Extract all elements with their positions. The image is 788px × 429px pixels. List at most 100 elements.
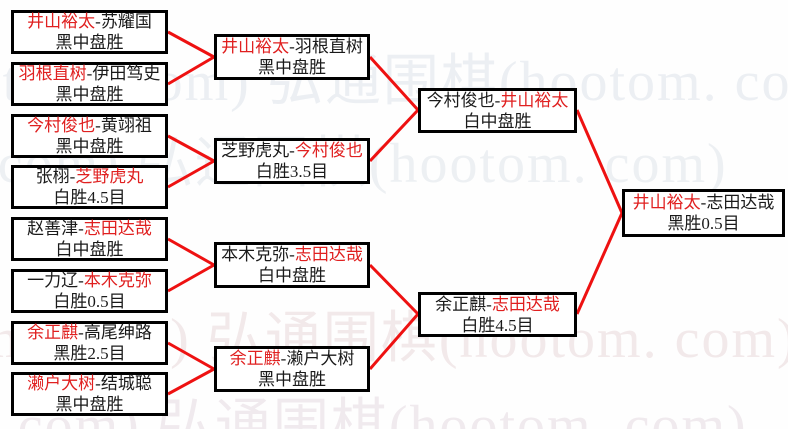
match-separator: -: [69, 167, 76, 186]
player-second: 伊田笃史: [92, 64, 161, 83]
match-separator: -: [95, 12, 101, 31]
match-players: 芝野虎丸-今村俊也: [221, 140, 363, 161]
player-first: 本木克弥: [221, 245, 290, 264]
match-result: 黑胜2.5目: [53, 344, 126, 363]
player-second: 志田达哉: [706, 193, 775, 212]
match-separator: -: [289, 141, 295, 160]
match-box-r1-8: 濑户大树-结城聪 黑中盘胜: [11, 372, 168, 416]
connector-line: [167, 367, 215, 396]
player-second: 结城聪: [100, 374, 152, 393]
match-players: 张栩-芝野虎丸: [36, 166, 144, 187]
player-first: 今村俊也: [27, 116, 96, 135]
player-first: 濑户大树: [27, 374, 96, 393]
match-result: 黑中盘胜: [55, 137, 124, 156]
connector-line: [368, 313, 420, 370]
player-first: 井山裕太: [221, 37, 290, 56]
match-players: 濑户大树-结城聪: [27, 373, 152, 394]
match-box-sf-1: 今村俊也-井山裕太 白中盘胜: [418, 88, 577, 133]
player-second: 黄翊祖: [100, 116, 152, 135]
match-players: 井山裕太-志田达哉: [633, 192, 775, 213]
match-box-r2-1: 井山裕太-羽根直树 黑中盘胜: [214, 34, 370, 80]
match-box-r2-3: 本木克弥-志田达哉 白中盘胜: [214, 242, 370, 288]
player-first: 今村俊也: [426, 90, 495, 110]
match-separator: -: [78, 271, 84, 290]
match-box-r1-3: 今村俊也-黄翊祖 黑中盘胜: [11, 114, 168, 158]
match-result: 白中盘胜: [55, 240, 124, 259]
connector-line: [575, 212, 624, 315]
player-first: 芝野虎丸: [221, 141, 290, 160]
match-separator: -: [486, 294, 492, 314]
connector-line: [167, 55, 215, 86]
match-box-r2-2: 芝野虎丸-今村俊也 白胜3.5目: [214, 138, 370, 184]
match-separator: -: [95, 374, 101, 393]
match-separator: -: [289, 37, 295, 56]
match-separator: -: [86, 64, 93, 83]
connector-line: [167, 30, 215, 59]
connector-line: [167, 159, 215, 189]
match-separator: -: [700, 193, 707, 212]
player-second: 高尾绅路: [83, 323, 152, 342]
player-first: 余正麒: [229, 349, 281, 368]
player-second: 芝野虎丸: [75, 167, 144, 186]
match-players: 井山裕太-羽根直树: [221, 36, 363, 57]
match-box-r1-7: 余正麒-高尾绅路 黑胜2.5目: [11, 321, 168, 365]
player-first: 赵善津: [27, 219, 79, 238]
match-box-r1-1: 井山裕太-苏耀国 黑中盘胜: [11, 10, 168, 54]
match-players: 羽根直树-伊田笃史: [19, 63, 161, 84]
player-first: 井山裕太: [632, 193, 701, 212]
connector-line: [368, 55, 420, 112]
connector-line: [368, 108, 420, 163]
match-result: 白中盘胜: [258, 266, 326, 285]
match-result: 黑中盘胜: [55, 85, 124, 104]
match-separator: -: [95, 116, 101, 135]
connector-line: [167, 263, 215, 293]
connector-line: [167, 341, 215, 371]
match-players: 今村俊也-井山裕太: [427, 90, 569, 111]
match-box-r1-5: 赵善津-志田达哉 白中盘胜: [11, 217, 168, 261]
match-separator: -: [280, 349, 287, 368]
player-first: 羽根直树: [18, 64, 87, 83]
match-players: 本木克弥-志田达哉: [221, 244, 363, 265]
match-players: 余正麒-濑户大树: [230, 348, 355, 369]
match-result: 白胜3.5目: [255, 162, 329, 181]
match-result: 白中盘胜: [463, 111, 532, 131]
match-separator: -: [289, 245, 295, 264]
match-separator: -: [78, 219, 84, 238]
player-second: 志田达哉: [294, 245, 363, 264]
player-first: 余正麒: [27, 323, 79, 342]
match-box-sf-2: 余正麒-志田达哉 白胜4.5目: [418, 292, 577, 337]
match-players: 一力辽-本木克弥: [27, 270, 152, 291]
match-players: 余正麒-高尾绅路: [27, 322, 152, 343]
player-first: 一力辽: [27, 271, 79, 290]
match-result: 白胜4.5目: [53, 188, 126, 207]
match-result: 黑胜0.5目: [667, 214, 740, 233]
match-result: 黑中盘胜: [258, 370, 326, 389]
player-second: 羽根直树: [294, 37, 363, 56]
match-players: 余正麒-志田达哉: [435, 294, 560, 315]
connector-line: [575, 109, 624, 214]
player-second: 苏耀国: [100, 12, 152, 31]
player-second: 本木克弥: [83, 271, 152, 290]
match-result: 黑中盘胜: [55, 395, 124, 414]
player-second: 志田达哉: [491, 294, 560, 314]
player-first: 井山裕太: [27, 12, 96, 31]
match-box-r1-6: 一力辽-本木克弥 白胜0.5目: [11, 269, 168, 313]
match-result: 黑中盘胜: [55, 33, 124, 52]
match-box-r2-4: 余正麒-濑户大树 黑中盘胜: [214, 346, 370, 392]
connector-line: [167, 134, 215, 163]
connector-line: [368, 263, 420, 316]
match-result: 白胜4.5目: [461, 315, 534, 335]
match-separator: -: [494, 90, 501, 110]
match-result: 白胜0.5目: [53, 292, 126, 311]
match-box-r1-2: 羽根直树-伊田笃史 黑中盘胜: [11, 62, 168, 106]
player-second: 今村俊也: [294, 141, 363, 160]
match-players: 井山裕太-苏耀国: [27, 11, 152, 32]
match-result: 黑中盘胜: [258, 58, 326, 77]
player-second: 井山裕太: [500, 90, 569, 110]
match-players: 今村俊也-黄翊祖: [27, 115, 152, 136]
player-first: 余正麒: [435, 294, 487, 314]
player-first: 张栩: [35, 167, 70, 186]
match-separator: -: [78, 323, 84, 342]
